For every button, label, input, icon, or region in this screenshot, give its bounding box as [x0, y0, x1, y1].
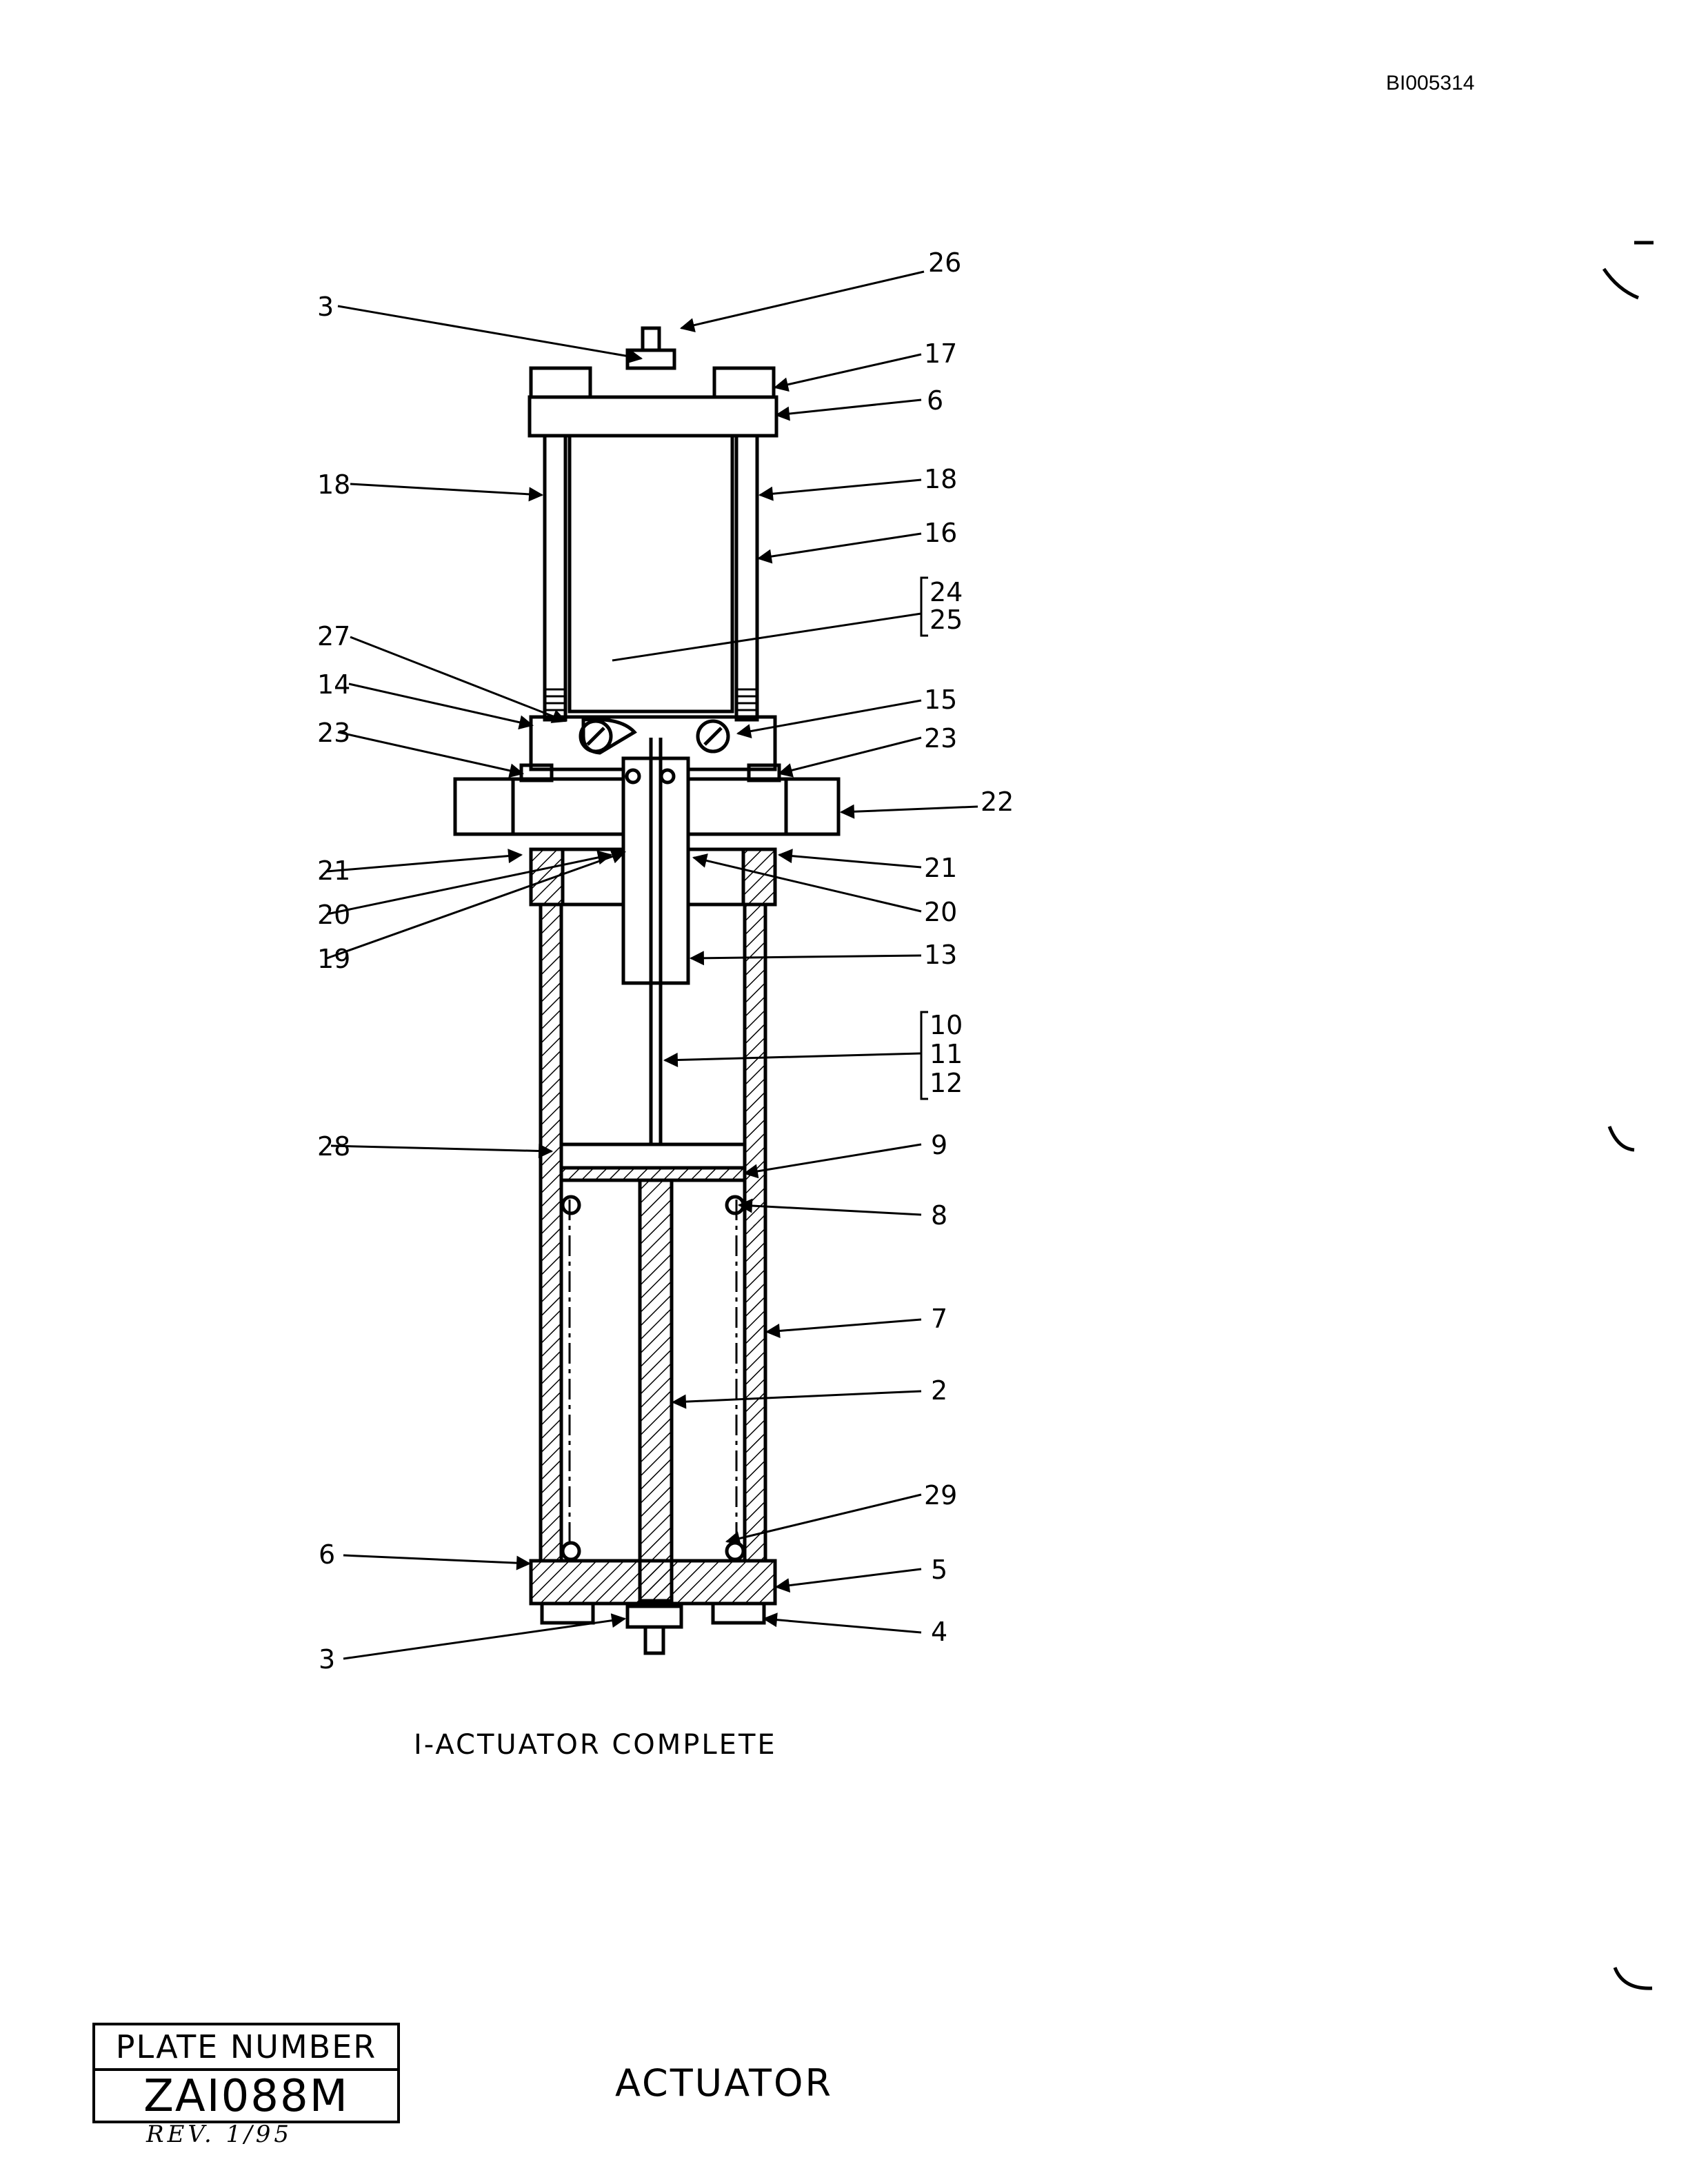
tie-rod-right [734, 434, 759, 722]
callout-labels: 26 3 17 6 18 18 16 24 25 27 14 15 23 23 … [317, 247, 1014, 1675]
callout-3-bottom: 3 [319, 1644, 335, 1675]
callout-7: 7 [931, 1304, 947, 1334]
plate-number-value: ZAI088M [92, 2071, 400, 2123]
upper-cylinder [567, 434, 734, 714]
tie-rod-left [543, 434, 567, 722]
bottom-stud [643, 1625, 665, 1655]
yoke-end-right [784, 777, 841, 836]
top-nut [625, 348, 676, 370]
callout-23-right: 23 [924, 723, 957, 754]
screw-left [579, 719, 613, 754]
drawing-caption: I-ACTUATOR COMPLETE [414, 1729, 777, 1761]
callout-17: 17 [924, 338, 957, 369]
bottom-nut [625, 1604, 683, 1629]
callout-27: 27 [317, 621, 350, 651]
callout-19: 19 [317, 944, 350, 974]
plate-number-box: PLATE NUMBER ZAI088M [92, 2023, 400, 2123]
revision-note: REV. 1/95 [146, 2121, 292, 2148]
callout-11: 11 [930, 1039, 963, 1069]
bracket-lines [612, 576, 928, 1100]
document-title: ACTUATOR [615, 2061, 833, 2105]
cylinder-wall-right [743, 902, 767, 1563]
plate-number-header: PLATE NUMBER [92, 2023, 400, 2071]
callout-20-right: 20 [924, 897, 957, 927]
housing-cutout [581, 717, 637, 755]
tie-rod-nut-right [712, 366, 776, 399]
callout-2: 2 [931, 1375, 947, 1406]
stem-guide [621, 756, 690, 985]
actuator-body [453, 326, 841, 1655]
bottom-nut-left [540, 1601, 595, 1625]
callout-21-left: 21 [317, 856, 350, 886]
callout-13: 13 [924, 940, 957, 970]
callout-14: 14 [317, 669, 350, 700]
callout-16: 16 [924, 518, 957, 548]
callout-20-left: 20 [317, 900, 350, 930]
document-id: BI005314 [1386, 72, 1475, 94]
callout-3-top: 3 [317, 292, 334, 322]
callout-6-top: 6 [927, 385, 943, 416]
callout-29: 29 [924, 1480, 957, 1510]
callout-4: 4 [931, 1617, 947, 1647]
callout-9: 9 [931, 1130, 947, 1160]
piston-seal [559, 1166, 747, 1182]
yoke-end-left [453, 777, 515, 836]
piston [559, 1142, 747, 1170]
callout-12: 12 [930, 1068, 963, 1098]
callout-8: 8 [931, 1200, 947, 1231]
callout-22: 22 [981, 787, 1014, 817]
bottom-end-cap [529, 1559, 777, 1606]
threaded-rod [638, 1178, 674, 1603]
tie-rod-nut-left [529, 366, 592, 399]
callout-18-right: 18 [924, 464, 957, 494]
callout-6-bottom: 6 [319, 1539, 335, 1570]
leader-lines [326, 270, 978, 1660]
callout-5: 5 [931, 1555, 947, 1585]
screw-right [696, 719, 730, 754]
callout-21-right: 21 [924, 853, 957, 883]
callout-26: 26 [928, 247, 961, 278]
callout-10: 10 [930, 1010, 963, 1040]
top-end-cap [528, 395, 778, 438]
tie-rod-threads [545, 688, 757, 711]
bottom-nut-right [711, 1601, 766, 1625]
callout-28: 28 [317, 1131, 350, 1162]
callout-24: 24 [930, 577, 963, 607]
scan-marks [1602, 241, 1654, 1990]
callout-25: 25 [930, 605, 963, 635]
spring [568, 1200, 738, 1544]
callout-23-left: 23 [317, 718, 350, 748]
cylinder-wall-left [539, 902, 563, 1563]
callout-15: 15 [924, 685, 957, 715]
callout-18-left: 18 [317, 469, 350, 500]
